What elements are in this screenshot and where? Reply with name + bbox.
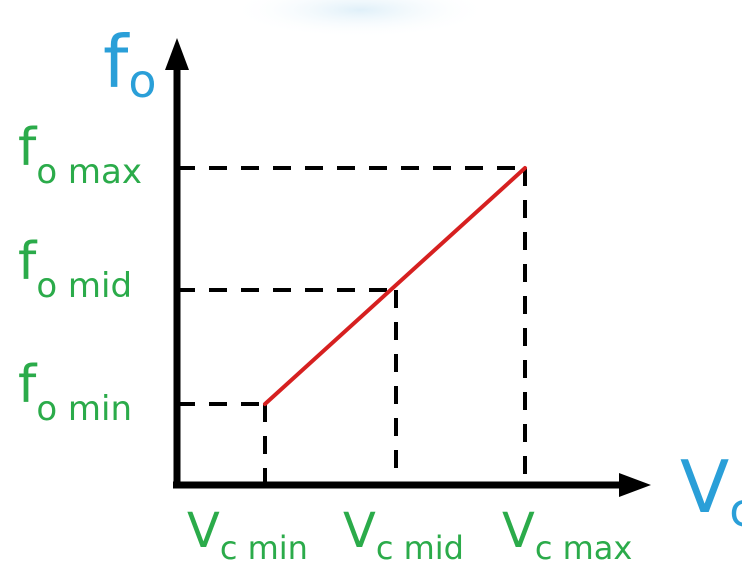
y-tick-label-max: fo max	[18, 118, 142, 192]
transfer-line	[263, 166, 527, 406]
y-tick-label-min: fo min	[18, 355, 132, 429]
background-glow	[230, 0, 490, 38]
x-axis-label: Vc	[680, 445, 742, 537]
x-tick-label-max: Vc max	[502, 503, 632, 567]
y-axis-label: fo	[103, 20, 157, 108]
y-tick-label-mid: fo mid	[18, 232, 132, 306]
x-tick-label-min: Vc min	[187, 503, 308, 567]
y-axis-arrowhead	[165, 38, 189, 70]
x-tick-label-mid: Vc mid	[343, 503, 464, 567]
guide-lines	[177, 166, 527, 485]
x-axis-arrowhead	[619, 473, 651, 497]
